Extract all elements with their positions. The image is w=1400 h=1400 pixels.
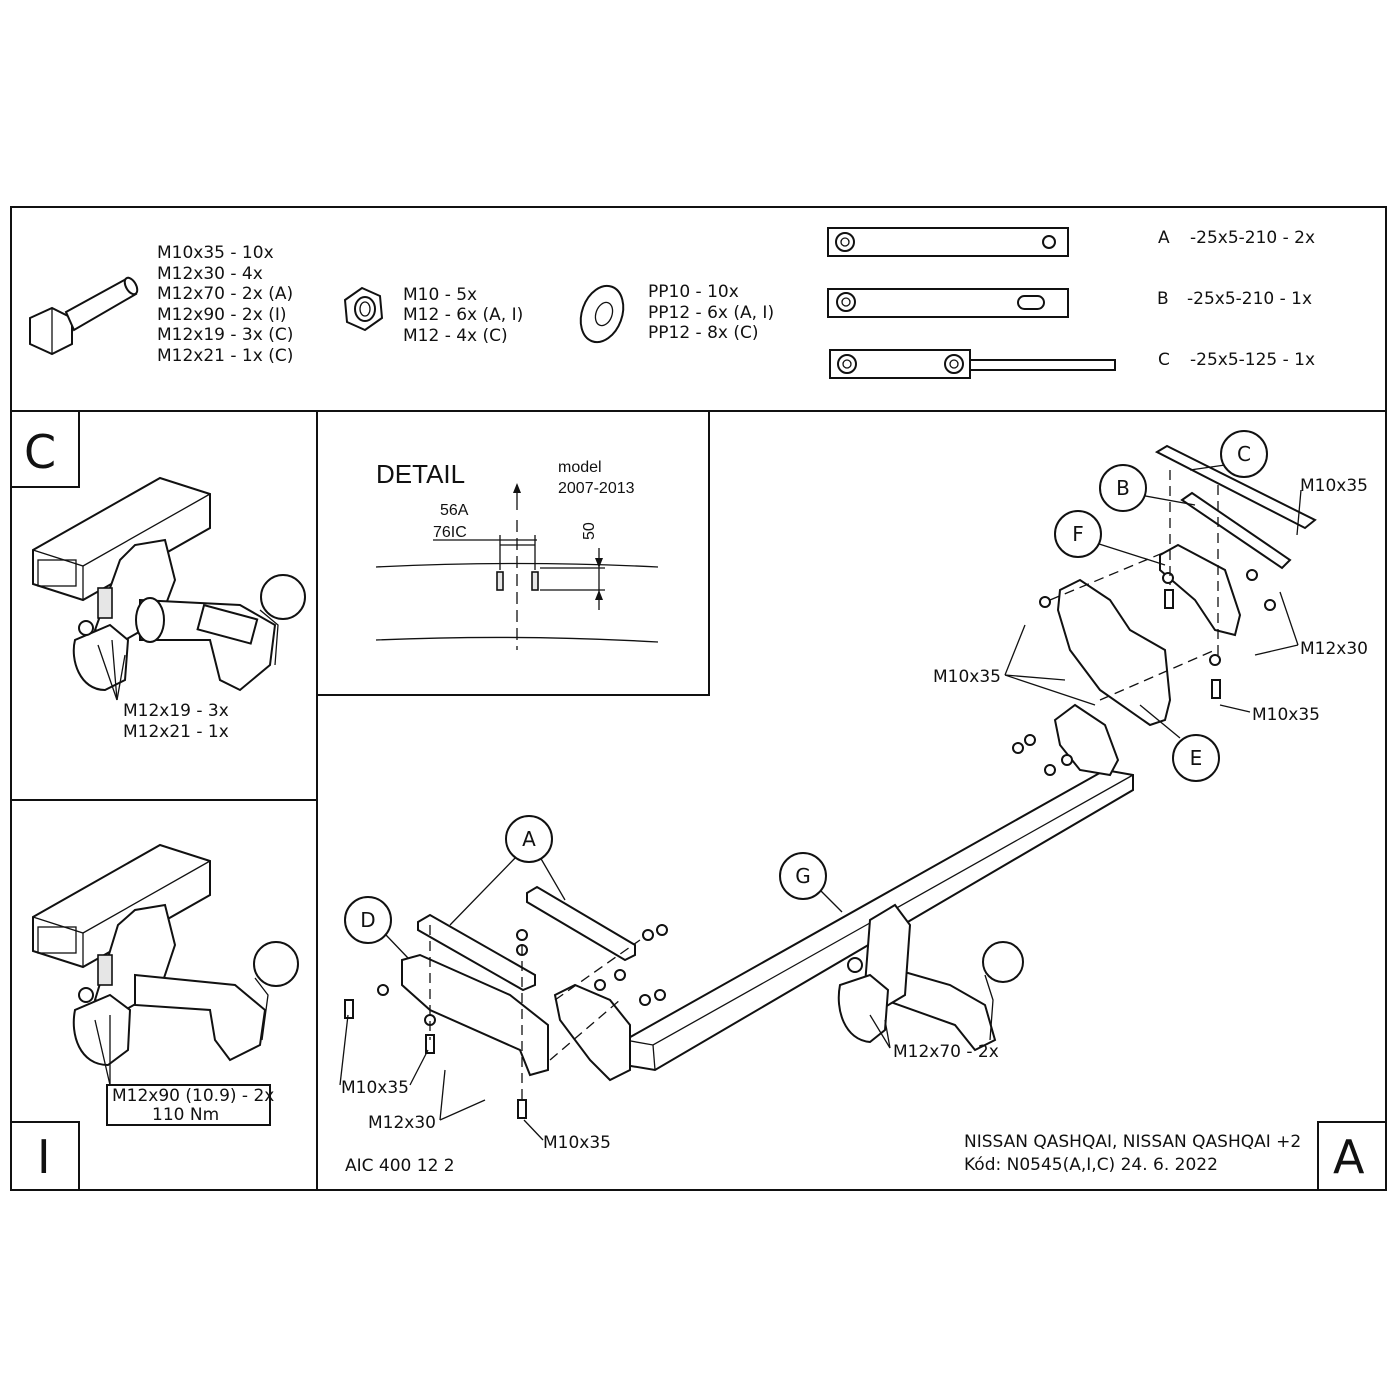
panel-c-towbar-drawing (32, 476, 306, 692)
bolt-line: M12x90 - 2x (I) (157, 305, 287, 325)
part-label-g-text: G (795, 864, 811, 888)
callout-m12x30-right: M12x30 (1300, 639, 1368, 659)
vehicle-name: NISSAN QASHQAI, NISSAN QASHQAI +2 (964, 1132, 1301, 1152)
washer-line: PP12 - 6x (A, I) (648, 303, 774, 323)
part-label-e-text: E (1190, 746, 1203, 770)
part-label-f (1054, 510, 1102, 558)
detail-title: DETAIL (376, 459, 465, 489)
callout-m12x30-bl: M12x30 (368, 1113, 436, 1133)
nut-line: M10 - 5x (403, 285, 477, 305)
callout-m10x35-bottom: M10x35 (543, 1133, 611, 1153)
detail-section-drawing (375, 483, 659, 650)
nut-line: M12 - 4x (C) (403, 326, 508, 346)
leader-lines (339, 464, 1302, 1141)
callout-m10x35-left: M10x35 (933, 667, 1001, 687)
part-label-f-text: F (1072, 522, 1084, 546)
panel-i-towbar-drawing (32, 843, 299, 1067)
bolt-icon (29, 276, 139, 356)
plate-b-icon (827, 288, 1069, 318)
callout-m10x35-right: M10x35 (1252, 705, 1320, 725)
plate-b-spec: -25x5-210 - 1x (1187, 289, 1312, 309)
panel-i-callout-2: 110 Nm (152, 1105, 219, 1125)
detail-model-years: 2007-2013 (558, 480, 635, 497)
bolt-line: M12x30 - 4x (157, 264, 263, 284)
plate-c-spec: -25x5-125 - 1x (1190, 350, 1315, 370)
part-label-d-text: D (360, 908, 375, 932)
part-label-a (505, 815, 553, 863)
kod-date: Kód: N0545(A,I,C) 24. 6. 2022 (964, 1155, 1218, 1175)
panel-c-letter: C (24, 425, 56, 479)
nut-line: M12 - 6x (A, I) (403, 305, 523, 325)
part-label-e (1172, 734, 1220, 782)
detail-box (316, 410, 710, 696)
nut-icon (343, 286, 384, 332)
washer-line: PP10 - 10x (648, 282, 739, 302)
part-label-a-text: A (522, 827, 536, 851)
detail-code-2: 76IC (433, 524, 467, 541)
bolt-line: M12x21 - 1x (C) (157, 346, 293, 366)
detail-dimension: 50 (581, 522, 598, 540)
part-label-g (779, 852, 827, 900)
plate-a-icon (827, 227, 1069, 257)
panel-c-letter-box (10, 410, 80, 488)
main-assembly-drawing (344, 444, 1317, 1119)
outer-frame (10, 206, 1387, 1191)
callout-m10x35-top: M10x35 (1300, 476, 1368, 496)
bolt-line: M12x70 - 2x (A) (157, 284, 293, 304)
plate-b-letter: B (1157, 289, 1169, 309)
panel-i-letter: I (37, 1130, 51, 1184)
detail-model-label: model (558, 459, 602, 476)
washer-icon (579, 284, 625, 344)
panel-i-callout-1: M12x90 (10.9) - 2x (112, 1086, 274, 1106)
part-label-c-text: C (1237, 442, 1251, 466)
part-label-c (1220, 430, 1268, 478)
plate-a-letter: A (1158, 228, 1170, 248)
torque-box (106, 1084, 271, 1126)
panel-i-letter-box (10, 1121, 80, 1191)
washer-line: PP12 - 8x (C) (648, 323, 759, 343)
footer-code: AIC 400 12 2 (345, 1156, 455, 1176)
callout-m12x70: M12x70 - 2x (893, 1042, 999, 1062)
callout-m10x35-bl: M10x35 (341, 1078, 409, 1098)
part-label-b-text: B (1116, 476, 1130, 500)
panel-c-callout-2: M12x21 - 1x (123, 722, 229, 742)
panel-a-letter-box (1317, 1121, 1387, 1191)
detail-code-1: 56A (440, 502, 469, 519)
bolt-line: M12x19 - 3x (C) (157, 325, 293, 345)
bolt-line: M10x35 - 10x (157, 243, 274, 263)
panel-a-letter: A (1333, 1130, 1365, 1184)
plate-a-spec: -25x5-210 - 2x (1190, 228, 1315, 248)
part-label-b (1099, 464, 1147, 512)
plate-c-icon (829, 349, 1116, 379)
part-label-d (344, 896, 392, 944)
panel-c-callout-1: M12x19 - 3x (123, 701, 229, 721)
plate-c-letter: C (1158, 350, 1170, 370)
